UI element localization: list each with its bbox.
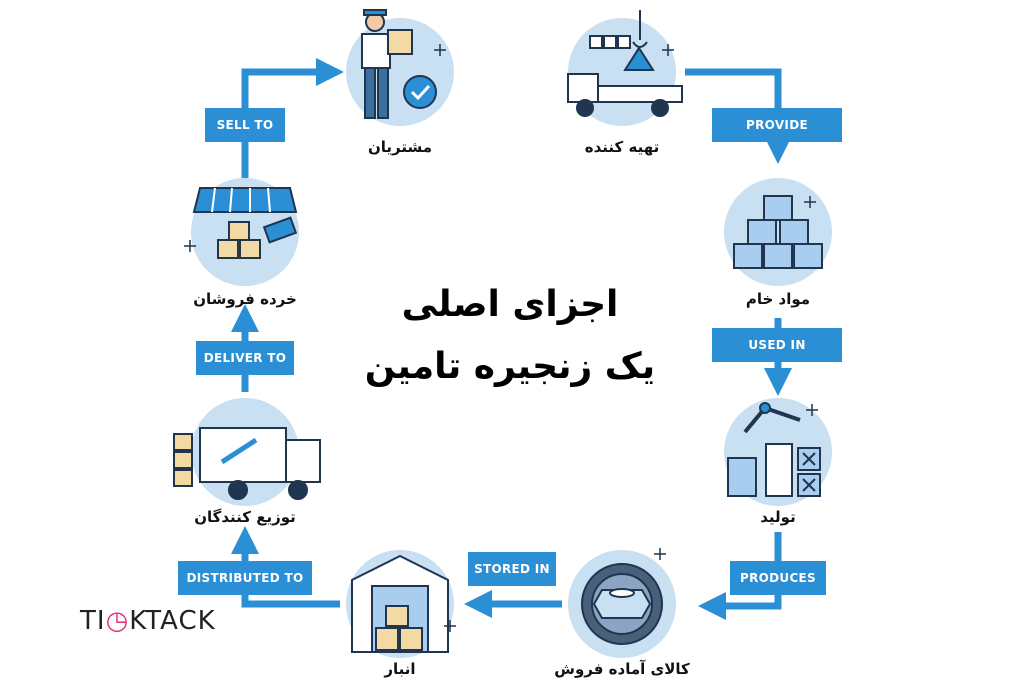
customers-icon <box>361 9 437 119</box>
arrow-production-to-finished <box>698 532 782 620</box>
customers-label: مشتریان <box>367 138 433 156</box>
distributors-label: توزیع کنندگان <box>194 508 296 526</box>
retailers-icon <box>192 187 298 259</box>
diagram-title-line1: اجزای اصلی <box>401 284 619 325</box>
raw-materials-circle <box>724 178 832 286</box>
retailers-label: خرده فروشان <box>193 290 297 308</box>
finished-goods-icon <box>581 563 663 645</box>
supplier-label: تهیه کننده <box>584 138 660 156</box>
clock-icon: ◷ <box>105 606 130 636</box>
flow-arrows <box>231 58 792 620</box>
ticktack-logo: TI◷KTACK <box>80 606 216 636</box>
deliver-to-badge: DELIVER TO <box>196 341 294 375</box>
provide-badge: PROVIDE <box>712 108 842 142</box>
logo-part1: TI <box>80 606 106 636</box>
raw-materials-label: مواد خام <box>745 290 811 308</box>
raw-materials-icon <box>733 195 823 269</box>
arrow-retailers-to-customers <box>241 58 344 178</box>
warehouse-icon <box>351 554 449 653</box>
used-in-badge: USED IN <box>712 328 842 362</box>
warehouse-label: انبار <box>384 660 416 678</box>
produces-badge: PRODUCES <box>730 561 826 595</box>
stored-in-badge: STORED IN <box>468 552 556 586</box>
sell-to-badge: SELL TO <box>205 108 285 142</box>
production-label: تولید <box>760 508 796 526</box>
diagram-title-line2: یک زنجیره تامین <box>364 346 656 387</box>
production-icon <box>727 402 821 497</box>
distributed-to-badge: DISTRIBUTED TO <box>178 561 312 595</box>
sparkle-icons <box>184 44 818 632</box>
logo-part2: KTACK <box>129 606 216 636</box>
finished-goods-label: کالای آماده فروش <box>554 660 690 678</box>
supplier-icon <box>567 10 683 117</box>
distributors-icon <box>173 427 321 500</box>
